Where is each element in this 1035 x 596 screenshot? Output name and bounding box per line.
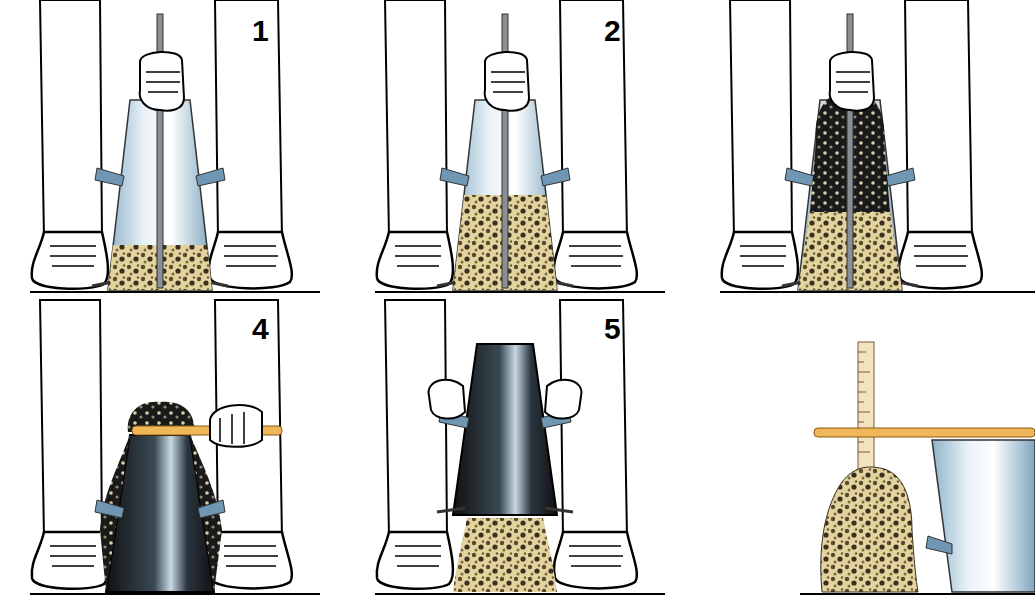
operator-legs bbox=[377, 0, 637, 289]
step-number: 1 bbox=[252, 16, 269, 46]
operator-legs bbox=[32, 0, 292, 289]
step-number: 2 bbox=[604, 16, 621, 46]
slumped-concrete bbox=[453, 518, 557, 592]
panel-6 bbox=[800, 342, 1035, 594]
ground-line bbox=[30, 593, 320, 595]
step-number: 4 bbox=[252, 314, 269, 344]
ground-line bbox=[800, 593, 1035, 595]
operator-hand bbox=[429, 380, 465, 419]
operator-hand bbox=[210, 405, 262, 447]
step-number: 5 bbox=[604, 314, 621, 344]
measuring-ruler bbox=[858, 342, 874, 472]
tamping-rod bbox=[830, 14, 874, 288]
slump-cone bbox=[932, 440, 1035, 592]
ground-line bbox=[720, 291, 1035, 293]
panel-4 bbox=[30, 300, 320, 594]
operator-hand bbox=[545, 380, 581, 419]
panel-2 bbox=[375, 0, 665, 292]
panel-1 bbox=[30, 0, 320, 292]
tamping-rod bbox=[140, 14, 184, 288]
strike-off-rod bbox=[814, 428, 1035, 437]
slumped-concrete bbox=[821, 467, 918, 592]
tamping-rod bbox=[485, 14, 529, 288]
ground-line bbox=[30, 291, 320, 293]
ground-line bbox=[375, 291, 665, 293]
operator-legs bbox=[722, 0, 982, 289]
ground-line bbox=[375, 593, 665, 595]
panel-5 bbox=[375, 300, 665, 594]
slump-cone bbox=[453, 344, 557, 515]
panel-3 bbox=[720, 0, 1035, 292]
